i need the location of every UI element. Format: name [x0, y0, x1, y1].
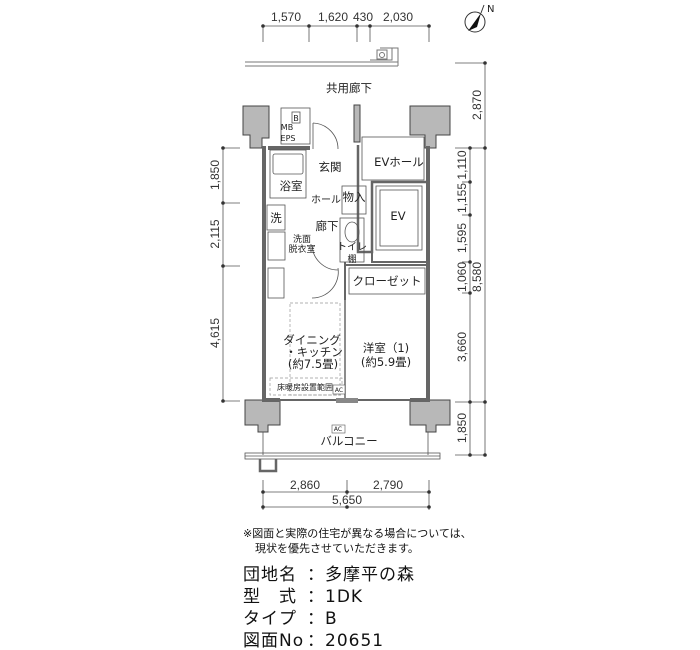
label-balcony: バルコニー [320, 434, 377, 448]
dim-top-1: 1,570 [271, 10, 301, 24]
dim-left-2: 2,115 [208, 219, 222, 248]
dim-right-6: 1,850 [455, 413, 469, 443]
name-value: 多摩平の森 [325, 565, 415, 585]
dim-left-1: 1,850 [208, 160, 222, 190]
label-dk-2: ・キッチン [285, 345, 343, 359]
dim-top-2: 1,620 [318, 10, 348, 24]
dim-bottom-2: 2,790 [373, 478, 403, 492]
label-ev-hall: EVホール [374, 155, 424, 169]
compass-north: N [487, 4, 494, 15]
label-storage: 物入 [343, 190, 366, 204]
label-ac-room: AC [335, 387, 343, 394]
dim-right-1: 1,110 [455, 150, 469, 179]
label-ac-balcony: AC [334, 426, 342, 433]
label-western-2: (約5.9畳) [361, 355, 411, 369]
variant-label: タイプ [243, 609, 297, 629]
fixtures [244, 107, 441, 473]
dim-outer-2: 8,580 [470, 262, 484, 292]
dim-top-3: 430 [353, 10, 373, 24]
label-b: B [293, 114, 299, 123]
type-value: 1DK [325, 587, 364, 607]
structural-pillars [242, 104, 451, 433]
dim-bottom-total: 5,650 [332, 493, 362, 507]
label-mb: MB [281, 123, 293, 132]
dim-bottom-1: 2,860 [290, 478, 320, 492]
sep: ： [307, 565, 325, 585]
sep: ： [307, 609, 325, 629]
ac-box-room [332, 384, 346, 395]
dimension-ticks [221, 24, 487, 509]
label-bath: 浴室 [280, 179, 303, 193]
sep: ： [307, 631, 325, 650]
type-label: 型 式 [243, 587, 297, 607]
label-washroom-2: 脱衣室 [288, 243, 315, 255]
label-washroom-1: 洗面 [293, 233, 311, 245]
info-row-type: 型 式 ：1DK [243, 586, 415, 608]
property-info: 団地名：多摩平の森 型 式：1DK タイプ：B 図面No：20651 [243, 564, 415, 650]
note-line-1: ※図面と実際の住宅が異なる場合については、 [243, 527, 472, 540]
dim-left-3: 4,615 [208, 318, 222, 348]
sep: ： [307, 587, 325, 607]
label-dk-3: (約7.5畳) [288, 357, 338, 371]
drawing-label: 図面No [243, 631, 305, 650]
label-common-corridor: 共用廊下 [326, 81, 372, 95]
info-row-variant: タイプ ：B [243, 608, 415, 630]
disclaimer-note: ※図面と実際の住宅が異なる場合については、 現状を優先させていただきます。 [243, 526, 472, 556]
dim-right-3: 1,595 [455, 223, 469, 253]
walls [262, 145, 430, 402]
dim-right-4: 1,060 [455, 262, 469, 292]
ac-box-balcony [331, 424, 346, 434]
label-dk-1: ダイニング [283, 333, 341, 347]
label-shelf: 棚 [347, 253, 356, 265]
drawing-value: 20651 [325, 631, 385, 650]
note-line-2: 現状を優先させていただきます。 [255, 542, 419, 555]
dim-right-2: 1,155 [455, 183, 469, 213]
label-toilet: トイレ [337, 242, 367, 253]
corridor-railing [245, 47, 399, 67]
label-floor-heating: 床暖房設置範囲 [277, 382, 333, 392]
info-row-name: 団地名 ：多摩平の森 [243, 564, 415, 586]
dim-top-4: 2,030 [383, 10, 413, 24]
info-row-drawing: 図面No：20651 [243, 630, 415, 650]
balcony-door-sill [336, 398, 358, 403]
label-ev: EV [390, 209, 405, 223]
label-hall: ホール [311, 194, 341, 206]
label-wash: 洗 [270, 211, 282, 225]
label-closet: クローゼット [353, 274, 422, 288]
label-hallway: 廊下 [316, 219, 339, 233]
label-eps: EPS [281, 134, 296, 143]
label-western-1: 洋室（1) [363, 341, 409, 355]
compass: N [464, 4, 494, 33]
dim-outer-1: 2,870 [470, 90, 484, 120]
dim-right-5: 3,660 [455, 332, 469, 362]
label-entrance: 玄関 [319, 160, 342, 174]
variant-value: B [325, 609, 338, 629]
name-label: 団地名 [243, 565, 297, 585]
